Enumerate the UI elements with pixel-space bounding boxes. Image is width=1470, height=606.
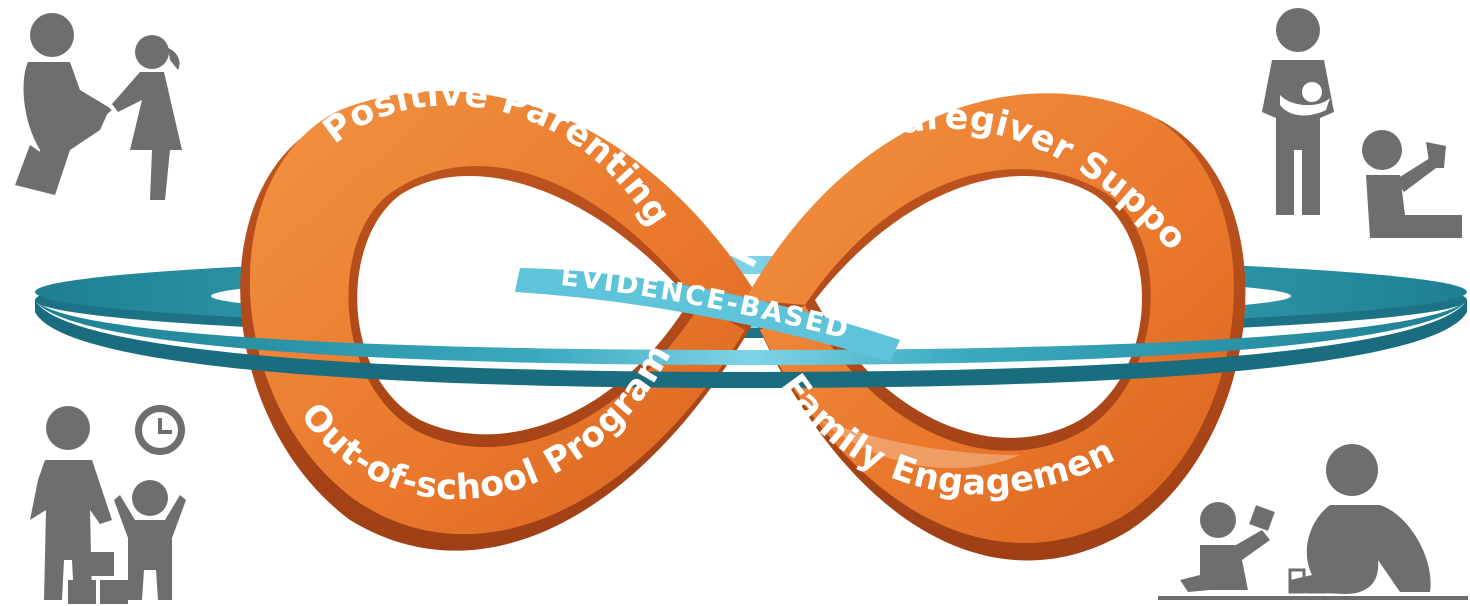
evidence-ring-front [35, 268, 1467, 388]
caregiver-with-infant-icon [1262, 8, 1462, 238]
adult-child-playing-blocks-icon [1158, 444, 1468, 600]
adult-with-child-icon [15, 13, 182, 200]
parent-children-clock-icon [30, 405, 186, 604]
